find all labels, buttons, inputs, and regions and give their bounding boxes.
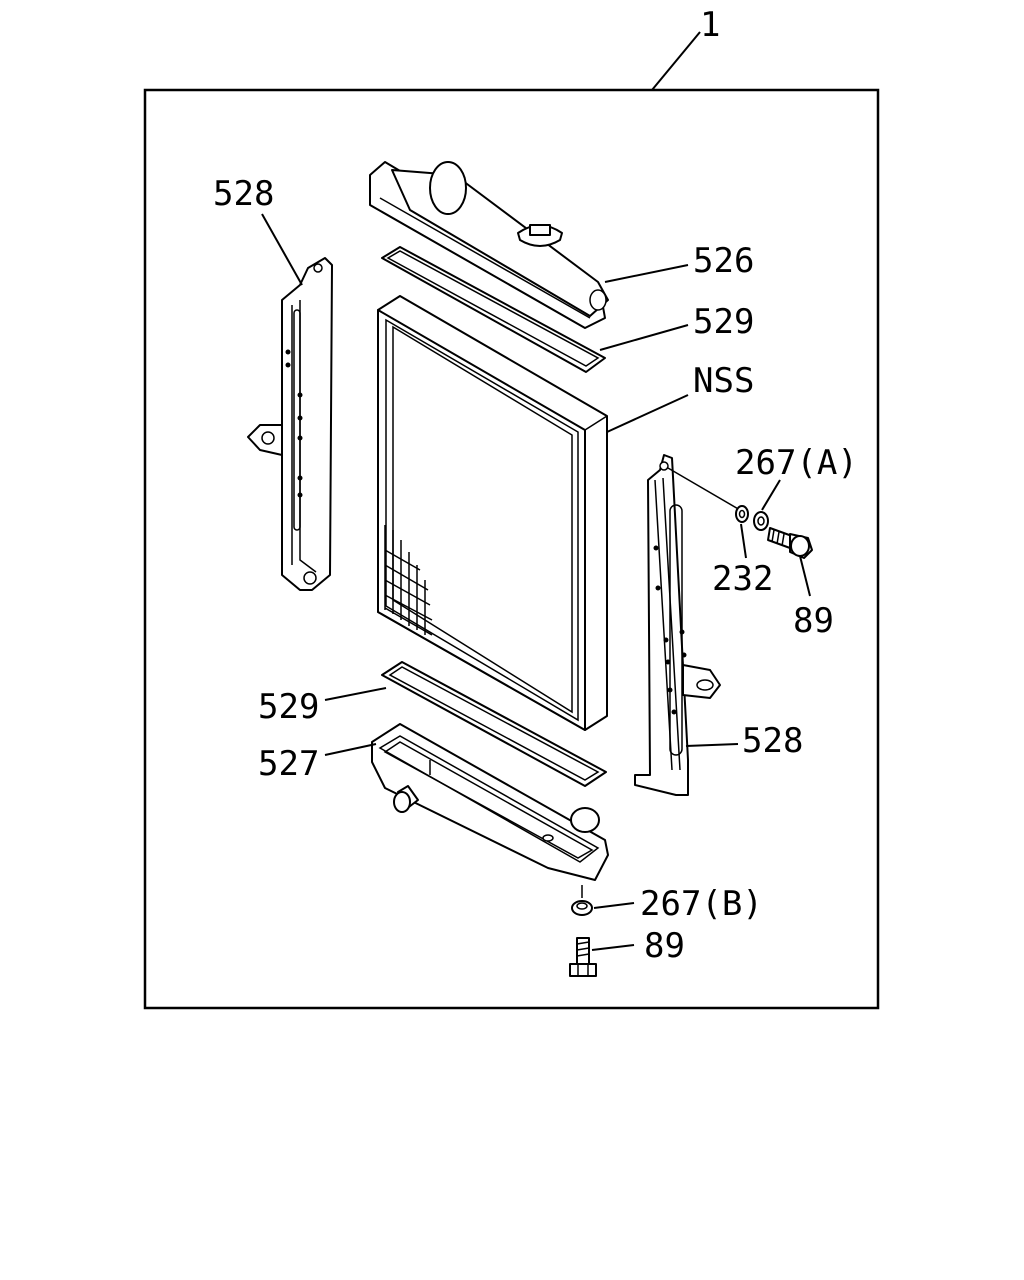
label-bolt-bottom: 89	[644, 926, 685, 966]
leader-gasket-bottom	[324, 687, 387, 701]
radiator-core	[377, 295, 608, 731]
label-bolt-right: 89	[793, 601, 834, 641]
gasket-bottom	[381, 661, 607, 787]
washer-267b	[571, 885, 593, 916]
bolt-bottom	[569, 937, 597, 977]
label-assembly: 1	[700, 5, 720, 45]
gasket-top	[381, 246, 606, 373]
bracket-right	[634, 454, 721, 796]
label-bracket-left: 528	[213, 174, 274, 214]
bracket-left	[247, 257, 333, 591]
label-core: NSS	[693, 361, 754, 401]
leader-bolt-bottom	[591, 944, 635, 951]
leader-lower-tank	[324, 743, 377, 756]
leader-bracket-right	[685, 743, 739, 747]
upper-tank	[369, 161, 609, 329]
assembly-line-right	[667, 467, 741, 511]
bolt-right	[767, 527, 813, 559]
label-bracket-right: 528	[742, 721, 803, 761]
leader-gasket-top	[599, 324, 689, 351]
label-washer-a: 267(A)	[735, 443, 858, 483]
leader-washer-b	[593, 902, 635, 909]
leader-upper-tank	[604, 264, 689, 283]
assembly-frame	[143, 88, 880, 1010]
label-lower-tank: 527	[258, 744, 319, 784]
label-gasket-top: 529	[693, 302, 754, 342]
washer-267a	[753, 511, 769, 531]
washer-232	[735, 505, 749, 523]
leader-washer-232	[740, 523, 747, 559]
leader-washer-a	[761, 479, 781, 511]
gasket-top-inner	[386, 250, 600, 367]
lower-tank	[371, 723, 609, 881]
leader-bolt-right	[799, 555, 811, 597]
leader-bracket-left	[261, 213, 303, 286]
label-washer-b: 267(B)	[640, 884, 763, 924]
label-washer-232: 232	[712, 559, 773, 599]
leader-core	[606, 394, 689, 433]
label-gasket-bottom: 529	[258, 687, 319, 727]
gasket-bottom-inner	[388, 666, 600, 781]
leader-assembly	[651, 31, 701, 91]
label-upper-tank: 526	[693, 241, 754, 281]
